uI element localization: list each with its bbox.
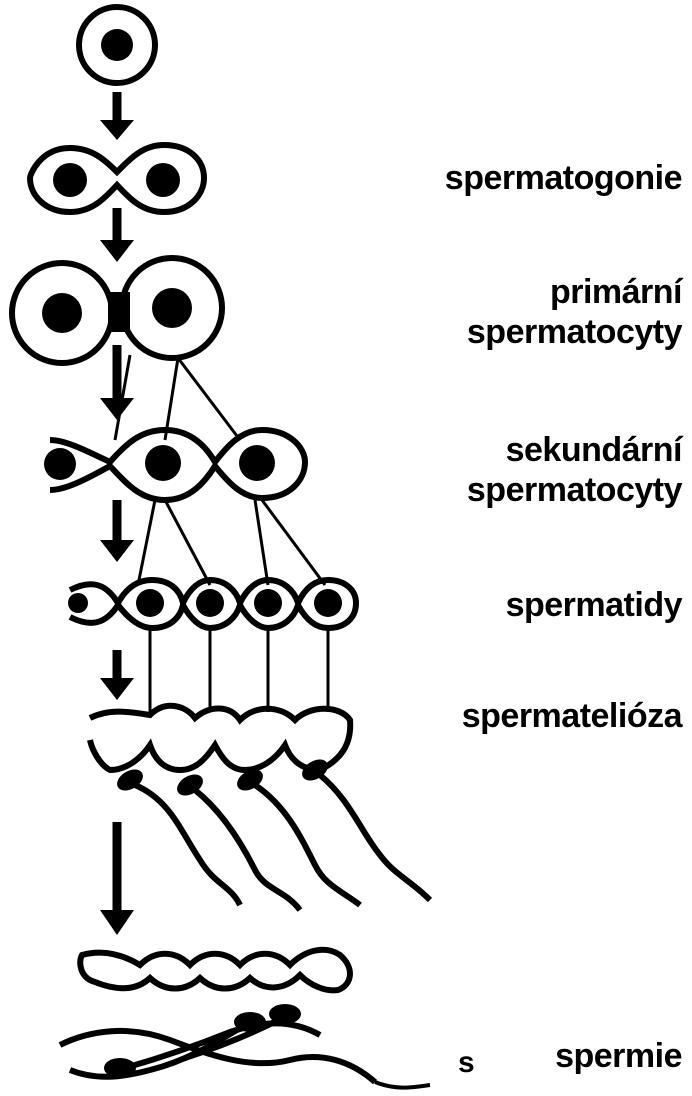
label-spermie: spermie <box>555 1036 682 1076</box>
arrow-down-icon <box>100 822 134 935</box>
arrow-down-icon <box>100 500 134 562</box>
primary-spermatocytes <box>12 258 240 440</box>
label-spermateliosa: spermatelióza <box>462 696 682 736</box>
arrow-down-icon <box>100 92 134 140</box>
label-secondary-spermatocytes: sekundární spermatocyty <box>467 430 682 510</box>
arrow-down-icon <box>100 208 134 262</box>
dividing-spermatogonia <box>30 145 204 212</box>
label-spermatidy: spermatidy <box>506 585 682 625</box>
arrow-down-icon <box>100 650 134 700</box>
spermatogonium-cell <box>79 7 155 83</box>
label-s: s <box>458 1046 475 1080</box>
label-spermatogonie: spermatogonie <box>445 158 682 198</box>
residual-bodies <box>80 950 350 991</box>
secondary-spermatocytes <box>44 430 325 585</box>
label-primary-spermatocytes: primární spermatocyty <box>467 272 682 352</box>
spermiogenesis-cells <box>90 706 430 910</box>
spermatozoa <box>60 1004 430 1088</box>
